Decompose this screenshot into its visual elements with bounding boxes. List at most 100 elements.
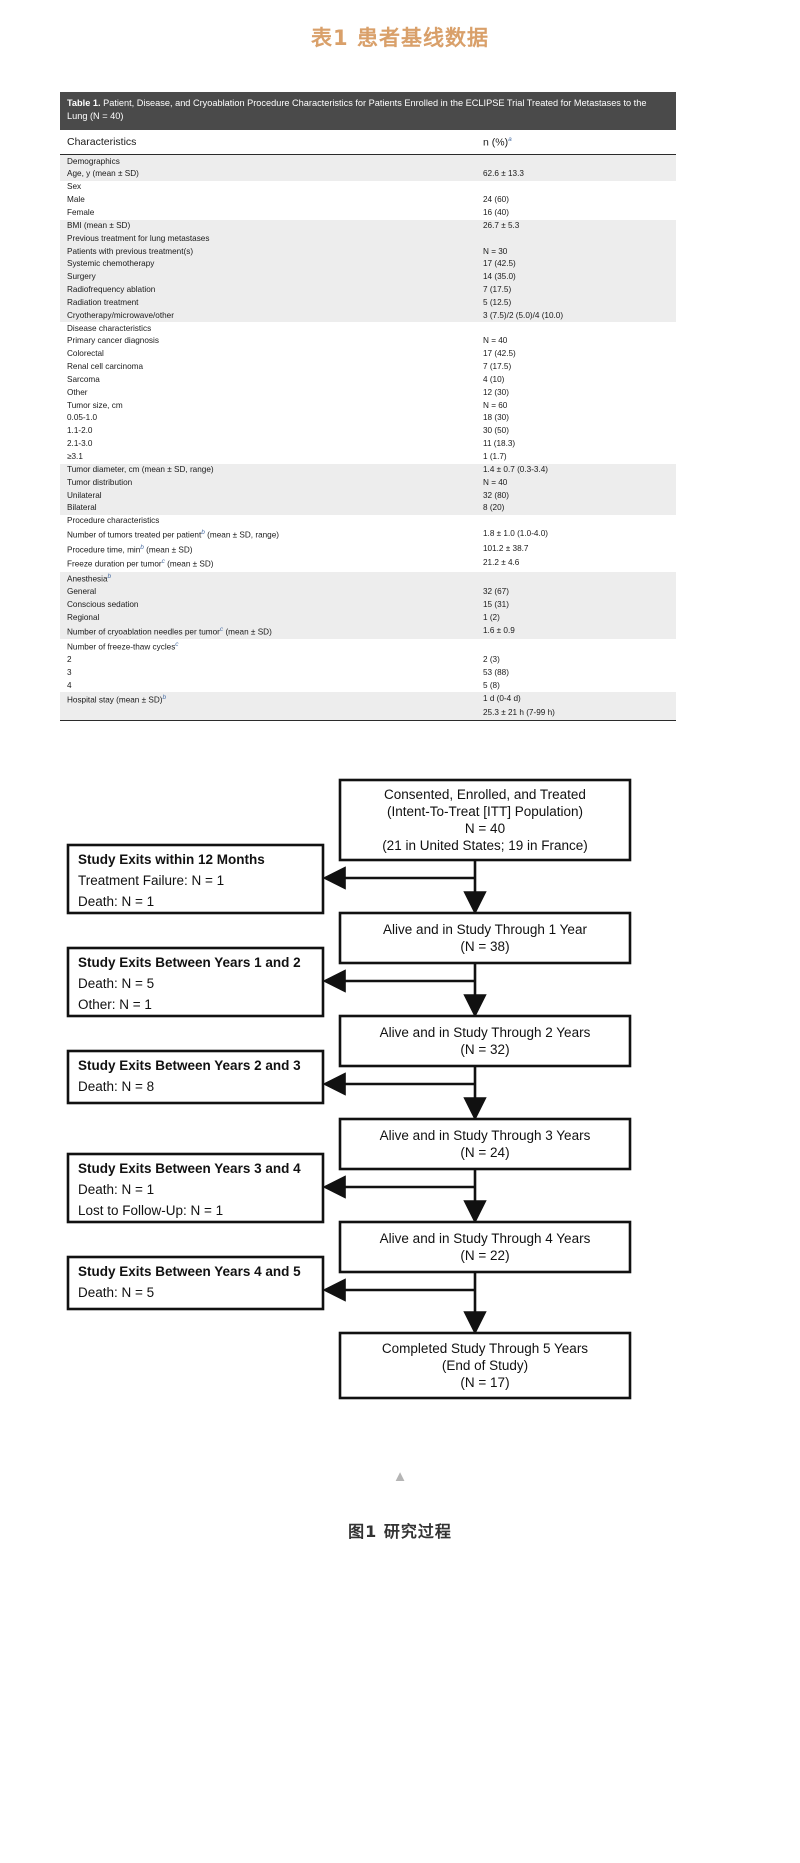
row-value: 1.6 ± 0.9 — [483, 625, 515, 635]
table-row: Procedure time, minb (mean ± SD) 101.2 ± … — [60, 542, 676, 557]
row-label-text: Regional — [67, 613, 100, 623]
row-label-text: Primary cancer diagnosis — [67, 336, 159, 346]
row-label-text: Bilateral — [67, 503, 97, 513]
row-value: 1.8 ± 1.0 (1.0-4.0) — [483, 529, 549, 539]
row-value: 2 (3) — [483, 655, 500, 665]
row-label-text: Male — [67, 195, 85, 205]
flow-exit-line: Other: N = 1 — [78, 997, 152, 1012]
footnote-marker: b — [140, 543, 144, 551]
row-value: 3 (7.5)/2 (5.0)/4 (10.0) — [483, 310, 564, 320]
row-value: 1 d (0-4 d) — [483, 693, 521, 703]
row-label-text: Female — [67, 207, 95, 217]
row-value: 5 (12.5) — [483, 297, 512, 307]
flow-exit-line: Death: N = 1 — [78, 1182, 154, 1197]
row-value: 4 (10) — [483, 374, 505, 384]
row-label: Colorectal — [60, 348, 476, 361]
table-row: Systemic chemotherapy 17 (42.5) — [60, 258, 676, 271]
row-label-text: Cryotherapy/microwave/other — [67, 310, 174, 320]
row-label: Sex — [60, 181, 476, 194]
scroll-up-caret[interactable]: ▲ — [392, 1468, 408, 1485]
flow-node-line: Alive and in Study Through 4 Years — [380, 1231, 591, 1246]
row-value: N = 40 — [483, 477, 508, 487]
row-label-text: Conscious sedation — [67, 600, 139, 610]
table-row: Previous treatment for lung metastases — [60, 232, 676, 246]
row-label-text: Other — [67, 387, 88, 397]
row-value: 17 (42.5) — [483, 259, 516, 269]
table-row: 3 53 (88) — [60, 666, 676, 680]
row-label-text: Surgery — [67, 272, 96, 282]
row-label: Systemic chemotherapy — [60, 258, 476, 271]
flow-node-line: (N = 38) — [460, 939, 509, 954]
row-label-suffix: (mean ± SD) — [223, 627, 272, 637]
row-label: Freeze duration per tumorc (mean ± SD) — [60, 557, 476, 572]
flow-node-line: N = 40 — [465, 821, 505, 836]
row-label: Other — [60, 387, 476, 400]
row-label-text: Unilateral — [67, 490, 102, 500]
row-value: 30 (50) — [483, 426, 509, 436]
row-label: Surgery — [60, 271, 476, 284]
row-value — [476, 232, 676, 245]
row-label-text: 3 — [67, 667, 72, 677]
flow-exit-node-e3 — [66, 1049, 325, 1105]
flow-exit-line: Death: N = 5 — [78, 976, 154, 991]
table-row: Radiation treatment 5 (12.5) — [60, 296, 676, 310]
column-header-n-percent-label: n (%) — [483, 136, 509, 149]
table-row: Number of freeze-thaw cyclesc — [60, 639, 676, 654]
row-label-text: Patients with previous treatment(s) — [67, 246, 194, 256]
row-label-text: Sarcoma — [67, 374, 100, 384]
row-value: 17 (42.5) — [483, 349, 516, 359]
table-1-figure: Table 1. Patient, Disease, and Cryoablat… — [60, 92, 676, 721]
row-value: 53 (88) — [483, 667, 509, 677]
row-label: Male — [60, 194, 476, 207]
row-label-text: Tumor distribution — [67, 477, 133, 487]
row-value: 7 (17.5) — [483, 362, 512, 372]
row-label-text: Disease characteristics — [67, 323, 152, 333]
row-value — [476, 155, 676, 168]
row-label-text: Systemic chemotherapy — [67, 259, 155, 269]
row-label: Age, y (mean ± SD) — [60, 168, 476, 181]
row-label-text: Hospital stay (mean ± SD) — [67, 695, 163, 705]
row-label: BMI (mean ± SD) — [60, 220, 476, 233]
row-label: Primary cancer diagnosis — [60, 335, 476, 348]
row-label-text: Demographics — [67, 156, 120, 166]
table-row: Number of tumors treated per patientb (m… — [60, 527, 676, 543]
row-label-text: 2.1-3.0 — [67, 439, 93, 449]
flow-node-n5 — [338, 1331, 632, 1400]
row-label-text: Tumor size, cm — [67, 400, 123, 410]
row-label: Radiofrequency ablation — [60, 284, 476, 297]
row-label: Procedure time, minb (mean ± SD) — [60, 542, 476, 557]
row-value: 5 (8) — [483, 680, 500, 690]
row-value: 25.3 ± 21 h (7-99 h) — [483, 708, 555, 718]
row-label-text: Number of freeze-thaw cycles — [67, 642, 176, 652]
flow-exit-title: Study Exits Between Years 1 and 2 — [78, 955, 301, 970]
row-value: N = 30 — [483, 246, 508, 256]
row-label-text: Radiation treatment — [67, 297, 139, 307]
row-label: Cryotherapy/microwave/other — [60, 309, 476, 322]
row-label: Hospital stay (mean ± SD)b — [60, 692, 476, 707]
row-label-text: Freeze duration per tumor — [67, 559, 162, 569]
row-label: Female — [60, 207, 476, 220]
row-label-text: Radiofrequency ablation — [67, 285, 156, 295]
row-value: 1 (1.7) — [483, 452, 507, 462]
flow-exit-node-e5 — [66, 1255, 325, 1311]
table-row: Tumor distribution N = 40 — [60, 476, 676, 490]
table-row: Cryotherapy/microwave/other 3 (7.5)/2 (5.… — [60, 309, 676, 323]
flow-connectors — [322, 860, 487, 1335]
study-flow-diagram: Consented, Enrolled, and Treated(Intent-… — [0, 760, 800, 1400]
table-row: Patients with previous treatment(s) N = 3… — [60, 245, 676, 259]
row-value: 101.2 ± 38.7 — [483, 543, 529, 553]
row-value: 62.6 ± 13.3 — [483, 169, 524, 179]
flow-node-n3 — [338, 1117, 632, 1171]
flow-node-line: Alive and in Study Through 1 Year — [383, 922, 587, 937]
